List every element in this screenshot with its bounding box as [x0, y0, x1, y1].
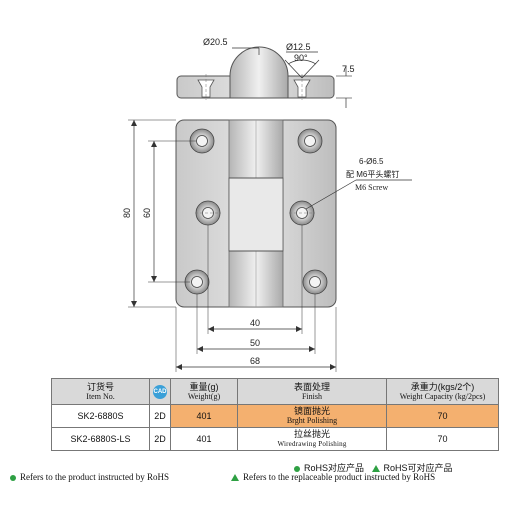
capacity-cell: 70 — [386, 427, 499, 451]
green-triangle-icon — [371, 465, 380, 473]
width-40-label: 40 — [250, 318, 260, 328]
top-view: Ø20.5 Ø12.5 90° 7.5 — [176, 37, 355, 108]
vertical-dimensions: 80 60 — [122, 119, 196, 308]
screw-callout: 6-Ø6.5 配 M6平头螺钉 M6 Screw — [305, 157, 412, 210]
front-view — [175, 119, 337, 308]
height-60-label: 60 — [142, 208, 152, 218]
rohs-legend-cn: RoHS对应产品 RoHS可对应产品 — [294, 461, 453, 474]
green-dot-icon — [10, 474, 16, 481]
capacity-cell: 70 — [386, 404, 499, 428]
weight-cell: 401 — [170, 427, 238, 451]
mounting-hole — [189, 128, 215, 154]
screw-spec-en: M6 Screw — [355, 183, 388, 192]
weight-header: 重量(g)Weight(g) — [170, 378, 238, 405]
height-80-label: 80 — [122, 208, 132, 218]
cad-link[interactable]: 2D — [149, 427, 171, 451]
weight-cell: 401 — [170, 404, 238, 428]
boss-diameter-label: Ø20.5 — [203, 37, 228, 47]
green-dot-icon — [294, 465, 300, 472]
capacity-header: 承重力(kgs/2个)Weight Capacity (kg/2pcs) — [386, 378, 499, 405]
horizontal-dimensions: 40 50 68 — [175, 225, 337, 372]
mounting-hole — [297, 128, 323, 154]
cad-link[interactable]: 2D — [149, 404, 171, 428]
green-triangle-icon — [231, 474, 239, 482]
hole-diameter-label: Ø12.5 — [286, 42, 311, 52]
width-68-label: 68 — [250, 356, 260, 366]
mounting-hole — [302, 269, 328, 295]
cad-icon: CAD — [153, 384, 167, 399]
screw-spec-cn: 配 M6平头螺钉 — [346, 169, 399, 179]
width-50-label: 50 — [250, 338, 260, 348]
countersink-angle-label: 90° — [294, 53, 308, 63]
item-number-cell: SK2-6880S — [51, 404, 150, 428]
thickness-label: 7.5 — [342, 64, 355, 74]
hole-count-label: 6-Ø6.5 — [359, 157, 384, 166]
cad-header: CAD — [149, 378, 171, 405]
item-number-cell: SK2-6880S-LS — [51, 427, 150, 451]
